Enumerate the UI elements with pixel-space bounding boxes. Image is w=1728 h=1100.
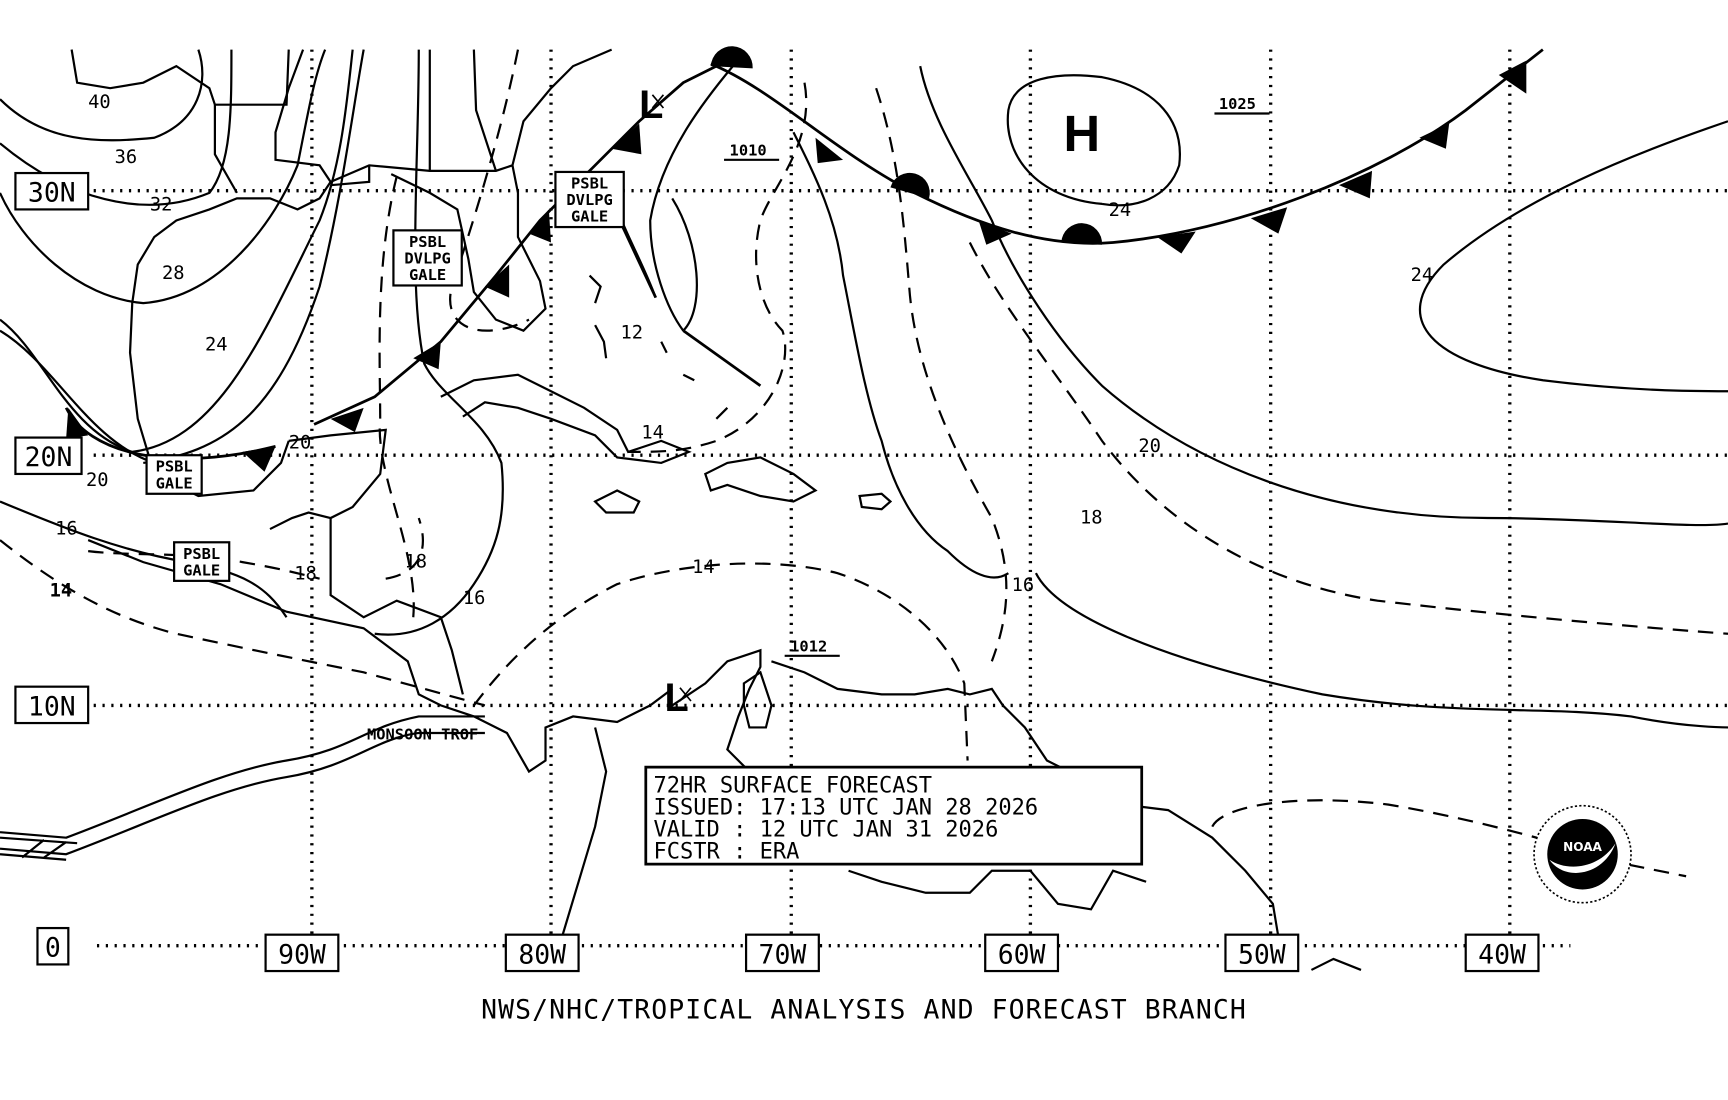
latitude-labels: 30N 20N 10N 0 <box>14 171 90 966</box>
svg-text:GALE: GALE <box>409 266 446 284</box>
monsoon-trough-label: MONSOON TROF <box>367 726 478 744</box>
trough-line <box>615 214 762 387</box>
lon-label-50w: 50W <box>1238 939 1286 970</box>
isobar-label: 14 <box>692 557 715 578</box>
warning-box-psbl-dvlpg-gale-gulf: PSBL DVLPG GALE <box>392 229 463 287</box>
isobar-label: 16 <box>55 519 78 540</box>
warning-box-psbl-gale-tehuantepec: PSBL GALE <box>173 541 231 582</box>
forecast-valid: VALID : 12 UTC JAN 31 2026 <box>654 818 999 843</box>
lon-label-70w: 70W <box>759 939 807 970</box>
isobar-label: 16 <box>463 588 486 609</box>
isobar-label: 32 <box>150 195 173 216</box>
low-pressure-center-atlantic: L <box>639 83 663 127</box>
isobar-label: 18 <box>294 564 317 585</box>
isobar-label: 14 <box>641 423 664 444</box>
warning-box-psbl-dvlpg-gale-atlantic: PSBL DVLPG GALE <box>554 170 625 229</box>
forecast-info-box: 72HR SURFACE FORECAST ISSUED: 17:13 UTC … <box>644 765 1144 866</box>
lon-label-90w: 90W <box>278 939 326 970</box>
lon-label-40w: 40W <box>1478 939 1526 970</box>
lat-label-20n: 20N <box>25 442 73 473</box>
stationary-front <box>710 46 1544 254</box>
isobar-label: 16 <box>1012 575 1035 596</box>
footer-credit: NWS/NHC/TROPICAL ANALYSIS AND FORECAST B… <box>481 994 1247 1025</box>
longitude-labels: 90W 80W 70W 60W 50W 40W <box>264 933 1540 973</box>
lon-label-80w: 80W <box>518 939 566 970</box>
pressure-value-1025: 1025 <box>1219 95 1256 113</box>
coastlines <box>70 48 1362 971</box>
lon-label-60w: 60W <box>998 939 1046 970</box>
isobar-labels: 40 36 32 28 24 20 20 16 14 12 14 20 18 1… <box>50 92 1434 609</box>
svg-text:GALE: GALE <box>156 474 193 492</box>
pressure-value-1010: 1010 <box>730 141 767 159</box>
isobar-label: 14 <box>50 580 73 601</box>
forecaster: FCSTR : ERA <box>654 840 800 865</box>
svg-text:PSBL: PSBL <box>571 174 608 192</box>
noaa-logo-text: NOAA <box>1563 840 1602 854</box>
isobar-label: 24 <box>1411 265 1434 286</box>
isobar-label: 28 <box>162 263 185 284</box>
isobar-label: 24 <box>205 334 228 355</box>
isobar-label: 40 <box>88 92 111 113</box>
svg-text:GALE: GALE <box>571 208 608 226</box>
isobar-label: 20 <box>86 470 109 491</box>
itcz-hatch <box>0 836 78 861</box>
isobar-label: 18 <box>404 552 427 573</box>
svg-text:PSBL: PSBL <box>156 458 193 476</box>
isobar-label: 24 <box>1109 200 1132 221</box>
lat-lon-grid <box>93 49 1728 948</box>
noaa-logo: NOAA <box>1533 804 1632 904</box>
high-pressure-center: H <box>1063 105 1100 162</box>
isobar-label: 20 <box>289 433 312 454</box>
svg-text:DVLPG: DVLPG <box>566 191 612 209</box>
svg-text:DVLPG: DVLPG <box>404 249 450 267</box>
svg-text:PSBL: PSBL <box>183 545 220 563</box>
forecast-title: 72HR SURFACE FORECAST <box>654 773 933 798</box>
isobar-label: 18 <box>1080 508 1103 529</box>
svg-text:PSBL: PSBL <box>409 233 446 251</box>
pressure-value-1012: 1012 <box>790 637 827 655</box>
isobar-label: 12 <box>620 322 643 343</box>
svg-text:GALE: GALE <box>183 561 220 579</box>
cold-front-west <box>313 59 728 433</box>
isobar-label: 36 <box>115 147 138 168</box>
forecast-issued: ISSUED: 17:13 UTC JAN 28 2026 <box>654 796 1039 821</box>
low-center-x-icon <box>651 94 692 702</box>
lat-label-10n: 10N <box>28 691 76 722</box>
low-pressure-center-colombia: L <box>665 676 689 720</box>
isobar-label: 20 <box>1138 436 1161 457</box>
lat-label-30n: 30N <box>28 178 76 209</box>
warning-box-psbl-gale-campeche: PSBL GALE <box>145 454 203 495</box>
cold-front-gulf <box>64 407 276 472</box>
lat-label-0: 0 <box>45 933 61 964</box>
